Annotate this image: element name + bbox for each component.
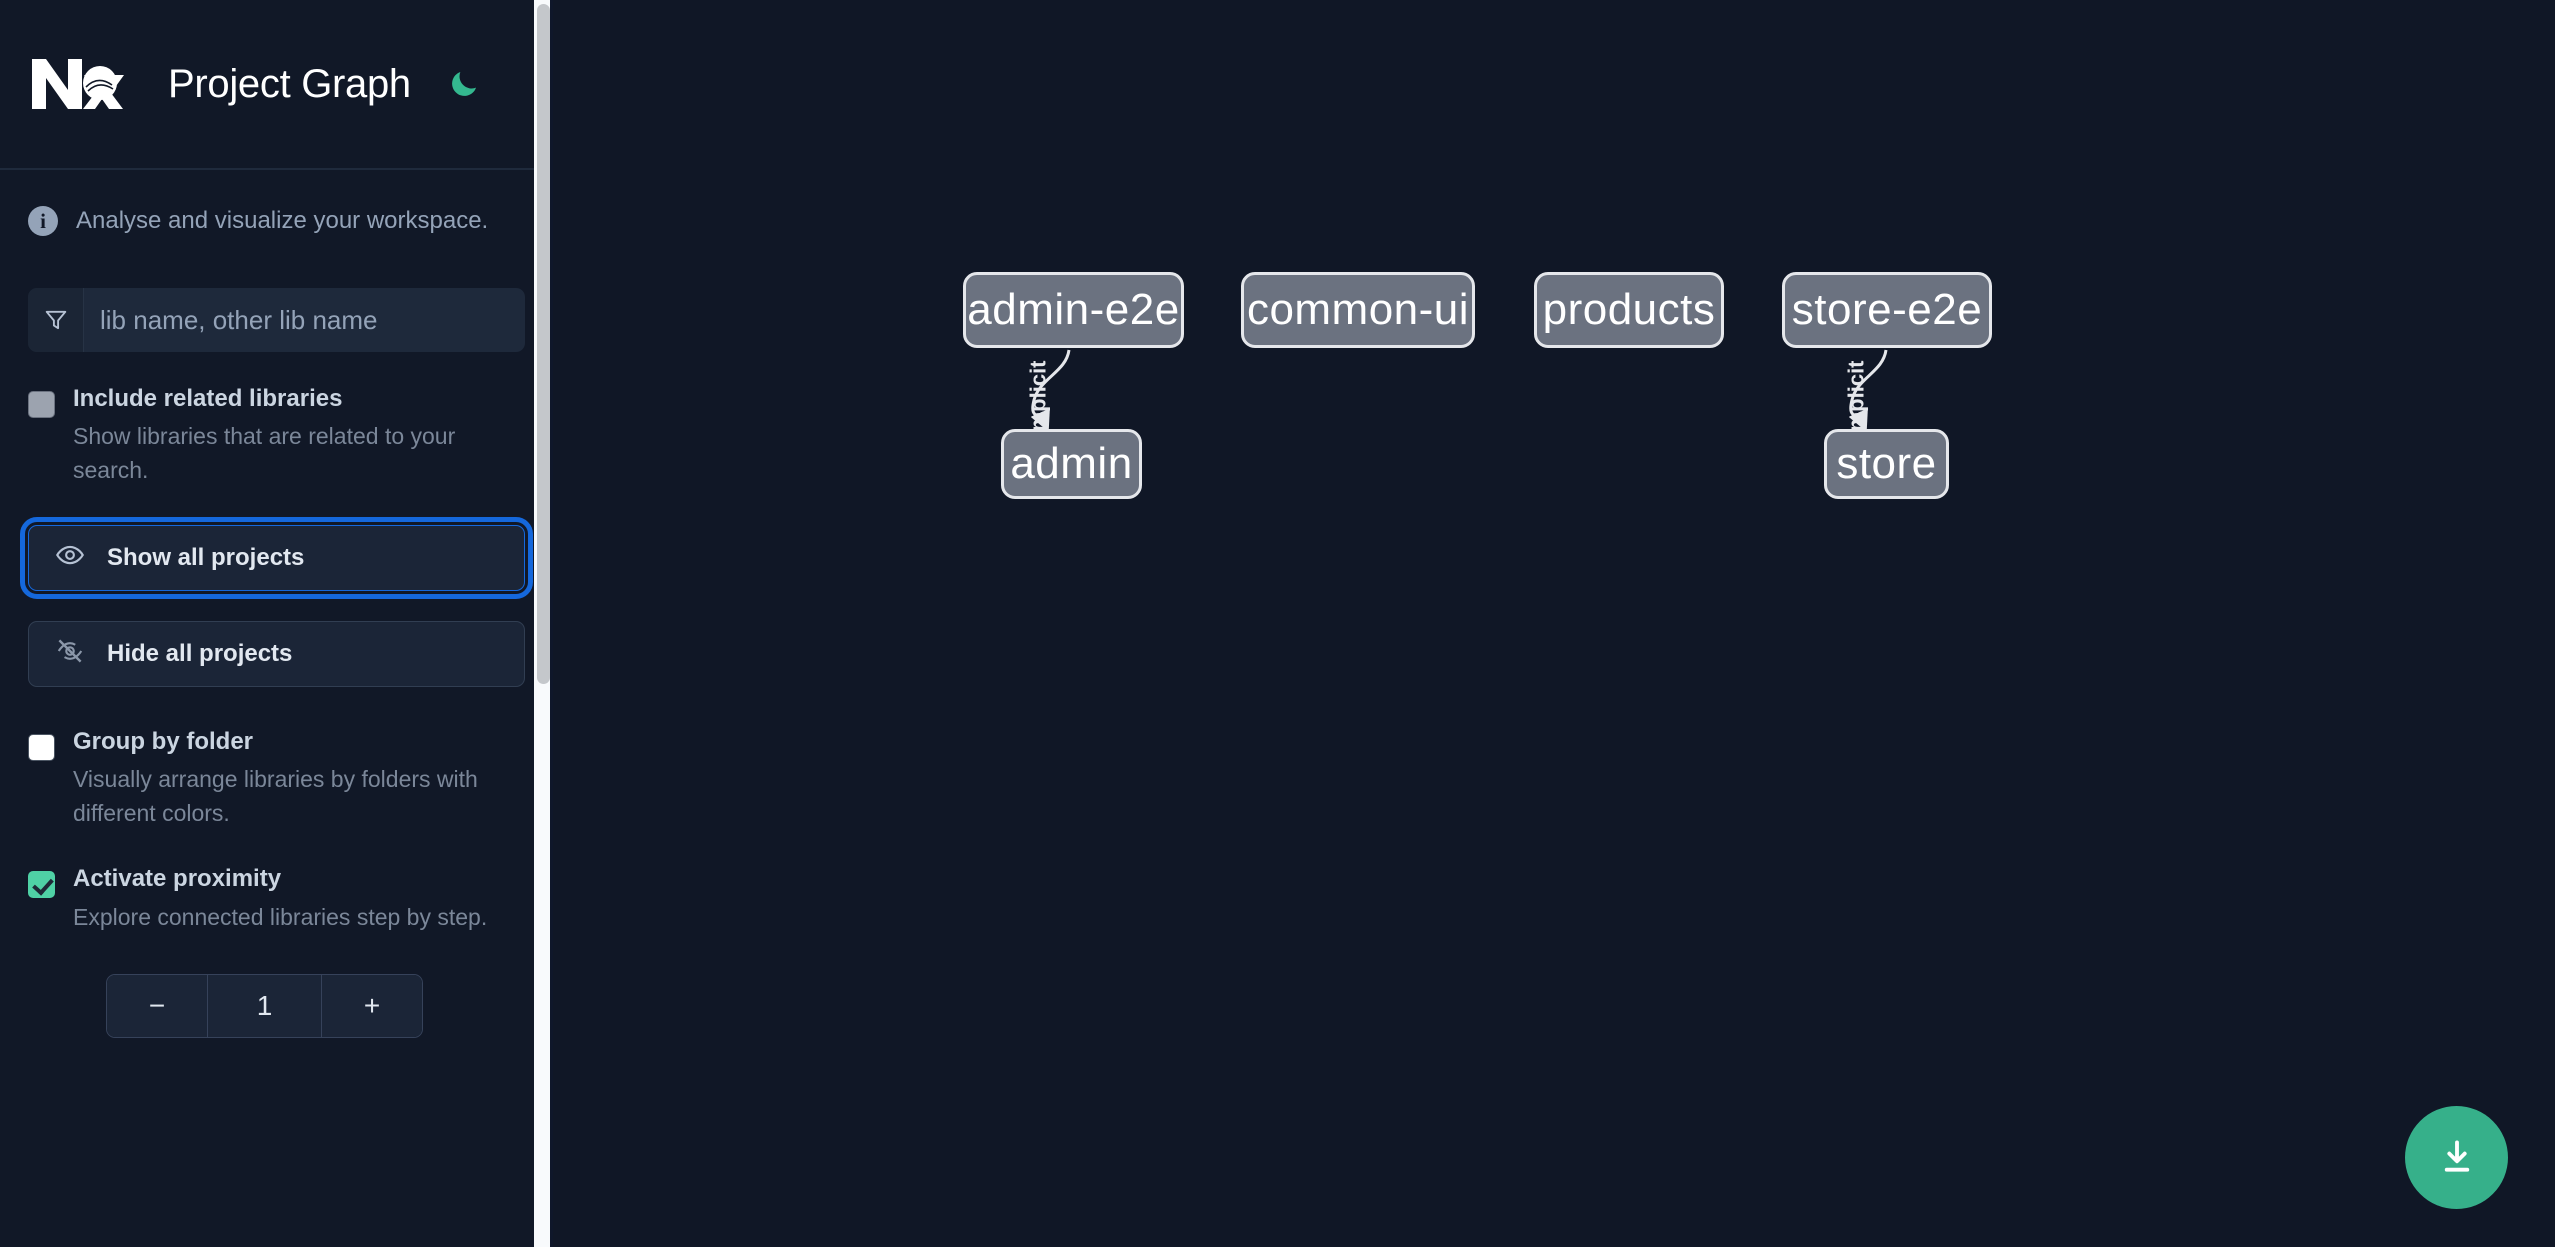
info-icon: i <box>28 206 58 236</box>
download-icon <box>2444 1139 2469 1172</box>
sidebar-scrollbar[interactable] <box>534 0 553 1247</box>
proximity-stepper-wrap: − 1 + <box>0 934 553 1038</box>
edge-label-admin-e2e-to-admin: implicit <box>1025 360 1051 438</box>
eye-off-icon <box>55 636 85 673</box>
eye-icon <box>55 540 85 577</box>
graph-node-admin[interactable]: admin <box>1001 429 1142 499</box>
include-related-libraries-checkbox[interactable] <box>28 391 55 418</box>
group-by-folder-label: Group by folder <box>73 728 253 756</box>
show-all-projects-button[interactable]: Show all projects <box>20 517 533 600</box>
activate-proximity-checkbox[interactable] <box>28 871 55 899</box>
workspace-description-row: i Analyse and visualize your workspace. <box>0 170 553 236</box>
option-include-related-libraries: Include related libraries Show libraries… <box>0 352 553 487</box>
visibility-buttons: Show all projects Hide all projects <box>0 487 553 688</box>
graph-canvas[interactable]: implicit implicit admin-e2e common-ui pr… <box>553 0 2555 1247</box>
sidebar-scrollbar-thumb[interactable] <box>537 4 550 684</box>
moon-icon[interactable] <box>443 63 485 105</box>
proximity-value: 1 <box>207 974 322 1037</box>
graph-node-store[interactable]: store <box>1824 429 1949 499</box>
proximity-stepper: − 1 + <box>106 973 423 1038</box>
option-group-by-folder: Group by folder Visually arrange librari… <box>0 687 553 830</box>
download-graph-button[interactable] <box>2405 1106 2508 1209</box>
search-input[interactable] <box>84 288 525 352</box>
group-by-folder-checkbox[interactable] <box>28 734 55 762</box>
workspace-description: Analyse and visualize your workspace. <box>76 207 489 234</box>
page-title: Project Graph <box>168 61 411 106</box>
proximity-decrement-button[interactable]: − <box>107 974 207 1037</box>
search-box[interactable] <box>28 288 525 352</box>
proximity-increment-button[interactable]: + <box>322 974 422 1037</box>
sidebar-edge <box>550 0 553 1247</box>
filter-icon <box>28 288 84 352</box>
nx-logo-icon <box>28 53 124 115</box>
hide-all-projects-label: Hide all projects <box>107 640 293 668</box>
activate-proximity-description: Explore connected libraries step by step… <box>73 903 488 930</box>
sidebar: Project Graph i Analyse and visualize yo… <box>0 0 553 1247</box>
show-all-projects-label: Show all projects <box>107 544 305 572</box>
group-by-folder-description: Visually arrange libraries by folders wi… <box>73 766 478 826</box>
edge-label-store-e2e-to-store: implicit <box>1843 360 1869 438</box>
graph-edges <box>1030 349 1888 432</box>
include-related-libraries-label: Include related libraries <box>73 385 343 412</box>
sidebar-header: Project Graph <box>0 0 553 170</box>
graph-node-products[interactable]: products <box>1534 272 1724 348</box>
activate-proximity-label: Activate proximity <box>73 865 282 893</box>
graph-node-common-ui[interactable]: common-ui <box>1241 272 1475 348</box>
search-section <box>0 236 553 352</box>
include-related-libraries-description: Show libraries that are related to your … <box>73 423 456 483</box>
graph-node-store-e2e[interactable]: store-e2e <box>1782 272 1992 348</box>
option-activate-proximity: Activate proximity Explore connected lib… <box>0 830 553 934</box>
hide-all-projects-button[interactable]: Hide all projects <box>28 621 525 688</box>
graph-node-admin-e2e[interactable]: admin-e2e <box>963 272 1184 348</box>
